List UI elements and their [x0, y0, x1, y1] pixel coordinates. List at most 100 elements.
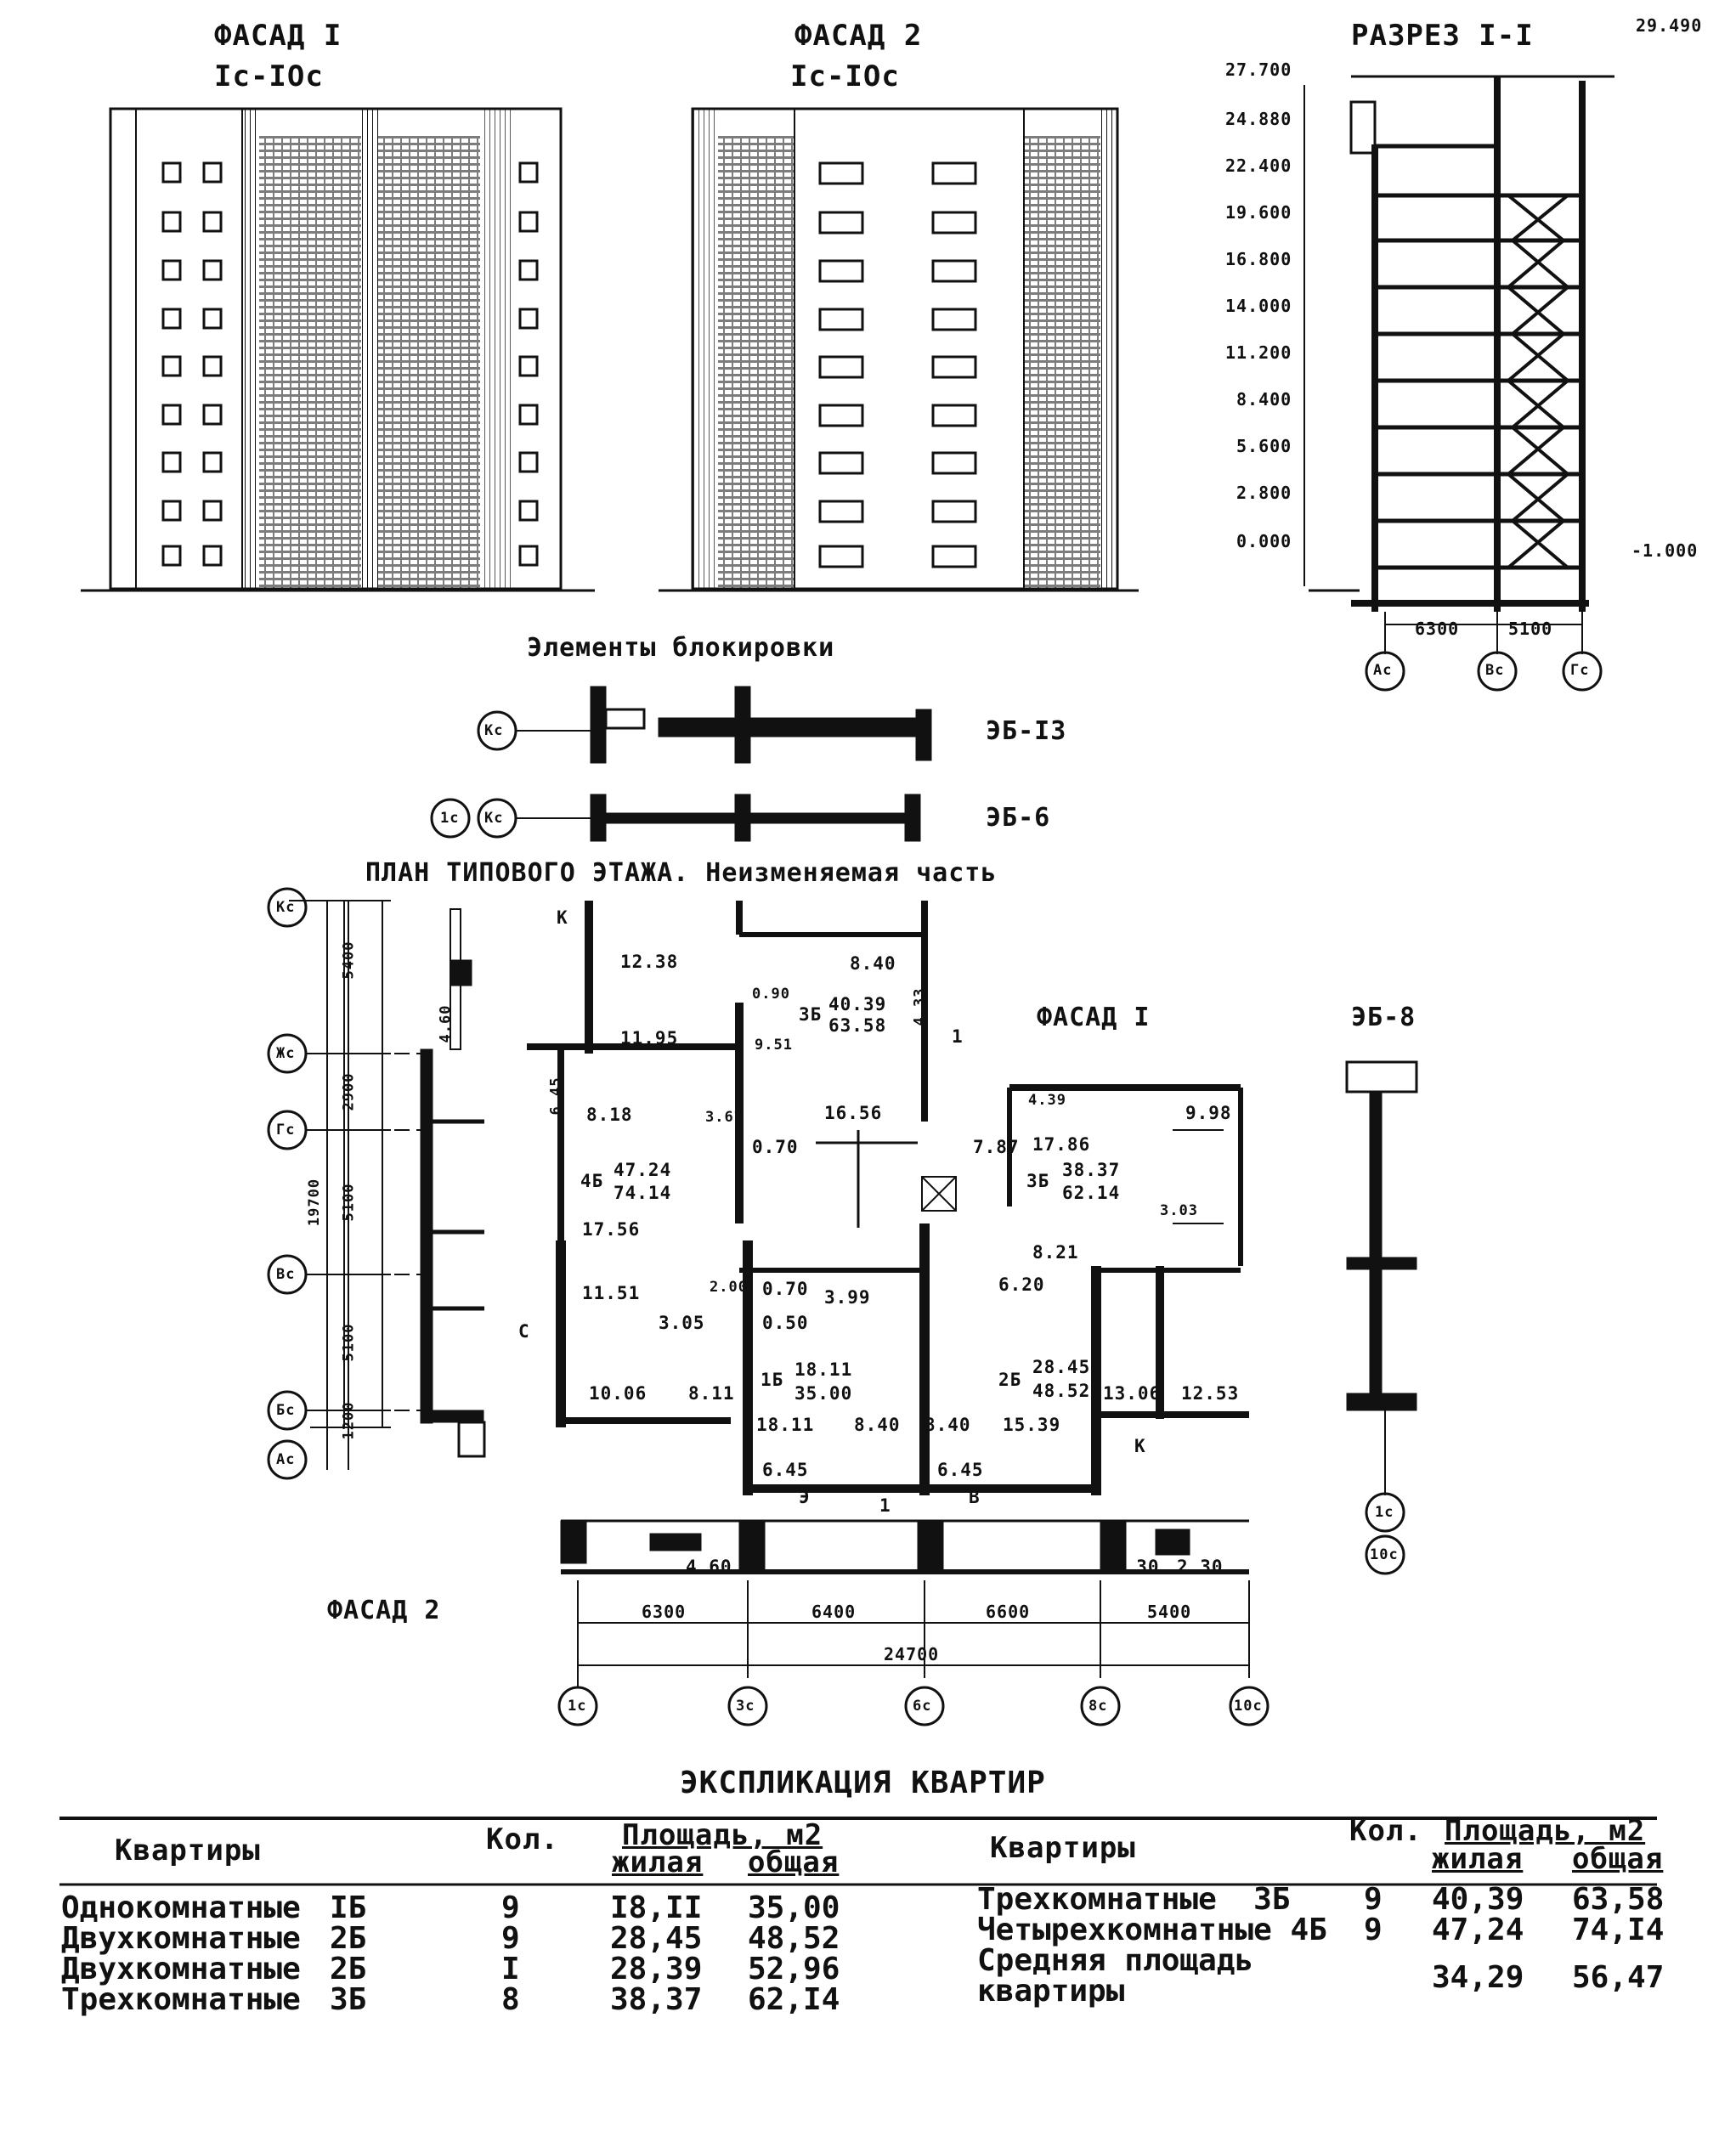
apt-type: 1Б: [761, 1370, 784, 1390]
room-area: 8.40: [925, 1415, 971, 1435]
dim-v-4: 5100: [340, 1323, 358, 1362]
plan-axis-8: 8с: [1089, 1698, 1108, 1715]
apt-living: 18.11: [794, 1359, 853, 1380]
table-cell: I: [501, 1952, 520, 1986]
eb13-label: ЭБ-I3: [986, 716, 1067, 746]
room-area: 0.70: [752, 1137, 799, 1157]
room-area: 8.40: [850, 953, 896, 974]
plan-axis-a: Ас: [276, 1451, 296, 1468]
table-cell: 8: [501, 1982, 520, 2017]
section-axis-a: Ac: [1373, 662, 1393, 679]
eb6-axis-1: 1с: [440, 810, 460, 827]
dim-h-4: 5400: [1147, 1602, 1192, 1622]
section-axis-g: Гс: [1570, 662, 1590, 679]
room-area: 6.20: [998, 1274, 1045, 1295]
apt-total: 74.14: [614, 1183, 672, 1203]
blocking-title: Элементы блокировки: [527, 633, 835, 663]
expl-left-total: 35,00 48,52 52,96 62,I4: [748, 1893, 840, 2015]
table-cell: 3Б: [1253, 1882, 1291, 1917]
level-label: 0.000: [1236, 531, 1292, 551]
expl-left-names: Однокомнатные Двухкомнатные Двухкомнатны…: [61, 1893, 301, 2015]
room-area: 17.56: [582, 1219, 641, 1240]
dim-h-3: 6600: [986, 1602, 1031, 1622]
room-area: 9.51: [755, 1037, 793, 1054]
table-cell: 63,58: [1572, 1882, 1665, 1917]
room-area: 0.50: [762, 1313, 809, 1333]
expl-left-living: I8,II 28,45 28,39 38,37: [610, 1893, 702, 2015]
dim-v-5: 1200: [340, 1401, 358, 1440]
room-area: 12.38: [620, 952, 679, 972]
room-area: 0.70: [762, 1279, 809, 1299]
room-area: 11.95: [620, 1028, 679, 1048]
eb6-label: ЭБ-6: [986, 803, 1051, 833]
level-label: 24.880: [1225, 109, 1292, 129]
room-area: 16.56: [824, 1103, 883, 1123]
table-cell: Средняя площадь: [977, 1943, 1254, 1978]
table-cell: 28,45: [610, 1921, 703, 1956]
level-label: 14.000: [1225, 296, 1292, 316]
expl-left-types: IБ 2Б 2Б 3Б: [330, 1893, 366, 2015]
room-area: 2.00: [710, 1279, 748, 1296]
room-area: 4.60: [686, 1557, 732, 1577]
room-area: 2.30: [1177, 1557, 1224, 1577]
plan-axis-3: 3с: [736, 1698, 755, 1715]
facade1-drawing: [81, 107, 595, 592]
plan-axis-k: Кс: [276, 899, 296, 916]
eb13-axis: Кс: [484, 722, 504, 739]
expl-right-names: Трехкомнатные 3Б Четырехкомнатные 4Б Сре…: [977, 1885, 1327, 2007]
room-area: 2.30: [1113, 1557, 1160, 1577]
room-area: 11.51: [582, 1283, 641, 1303]
table-cell: 4Б: [1290, 1913, 1327, 1947]
expl-left-living-header: жилая: [612, 1845, 704, 1879]
dim-h-2: 6400: [811, 1602, 857, 1622]
table-cell: IБ: [330, 1890, 367, 1925]
section-span-2: 5100: [1508, 619, 1553, 639]
room-area: 18.11: [756, 1415, 815, 1435]
room-area: 8.11: [688, 1383, 735, 1404]
table-cell: I8,II: [610, 1890, 703, 1925]
table-cell: 2Б: [330, 1952, 367, 1986]
plan-dimensions: [310, 900, 1250, 1687]
plan-facade1-label: ФАСАД I: [1037, 1003, 1151, 1032]
table-cell: 52,96: [748, 1952, 840, 1986]
room-area: 15.39: [1003, 1415, 1061, 1435]
facade2-title: ФАСАД 2: [794, 19, 923, 53]
room-area: 8.40: [854, 1415, 901, 1435]
expl-right-col-count: Кол.: [1349, 1814, 1422, 1848]
section-drawing: [1303, 75, 1614, 692]
plan-title: ПЛАН ТИПОВОГО ЭТАЖА. Неизменяемая часть: [365, 858, 998, 888]
expl-left-counts: 9 9 I 8: [501, 1893, 520, 2015]
level-label: 22.400: [1225, 155, 1292, 176]
plan-facade2-label: ФАСАД 2: [327, 1596, 441, 1625]
marker-c: С: [518, 1321, 530, 1342]
level-label: 19.600: [1225, 202, 1292, 223]
expl-right-col-apartments: Квартиры: [990, 1831, 1136, 1865]
table-cell: Четырехкомнатные: [977, 1913, 1272, 1947]
marker-one-bottom: 1: [879, 1495, 891, 1516]
apt-type: 4Б: [580, 1171, 604, 1191]
table-cell: 62,I4: [748, 1982, 840, 2017]
facade2-axes: Iс-IОс: [790, 59, 900, 93]
table-cell: 47,24: [1432, 1913, 1524, 1947]
plan-axis-v: Вс: [276, 1266, 296, 1283]
room-area: 4.60: [437, 1004, 455, 1043]
table-cell: 38,37: [610, 1982, 703, 2017]
expl-right-total-header: общая: [1572, 1842, 1664, 1876]
apt-total: 62.14: [1062, 1183, 1121, 1203]
table-cell: Трехкомнатные: [61, 1982, 301, 2017]
table-cell: Однокомнатные: [61, 1890, 301, 1925]
apt-type: 2Б: [998, 1370, 1022, 1390]
table-cell: квартиры: [977, 1974, 1125, 2009]
plan-right-axis-1: 1с: [1375, 1504, 1394, 1521]
plan-axis-6: 6с: [913, 1698, 932, 1715]
facade2-drawing: [659, 107, 1139, 592]
table-cell: Четырехкомнатные 4Б: [977, 1915, 1327, 1946]
plan-axis-1: 1с: [568, 1698, 587, 1715]
table-cell: 9: [1364, 1913, 1383, 1947]
room-area: 7.87: [973, 1137, 1020, 1157]
table-cell: 35,00: [748, 1890, 840, 1925]
table-cell: 28,39: [610, 1952, 703, 1986]
explication-title: ЭКСПЛИКАЦИЯ КВАРТИР: [680, 1766, 1046, 1800]
apt-living: 47.24: [614, 1160, 672, 1180]
room-area: 8.21: [1032, 1242, 1079, 1263]
